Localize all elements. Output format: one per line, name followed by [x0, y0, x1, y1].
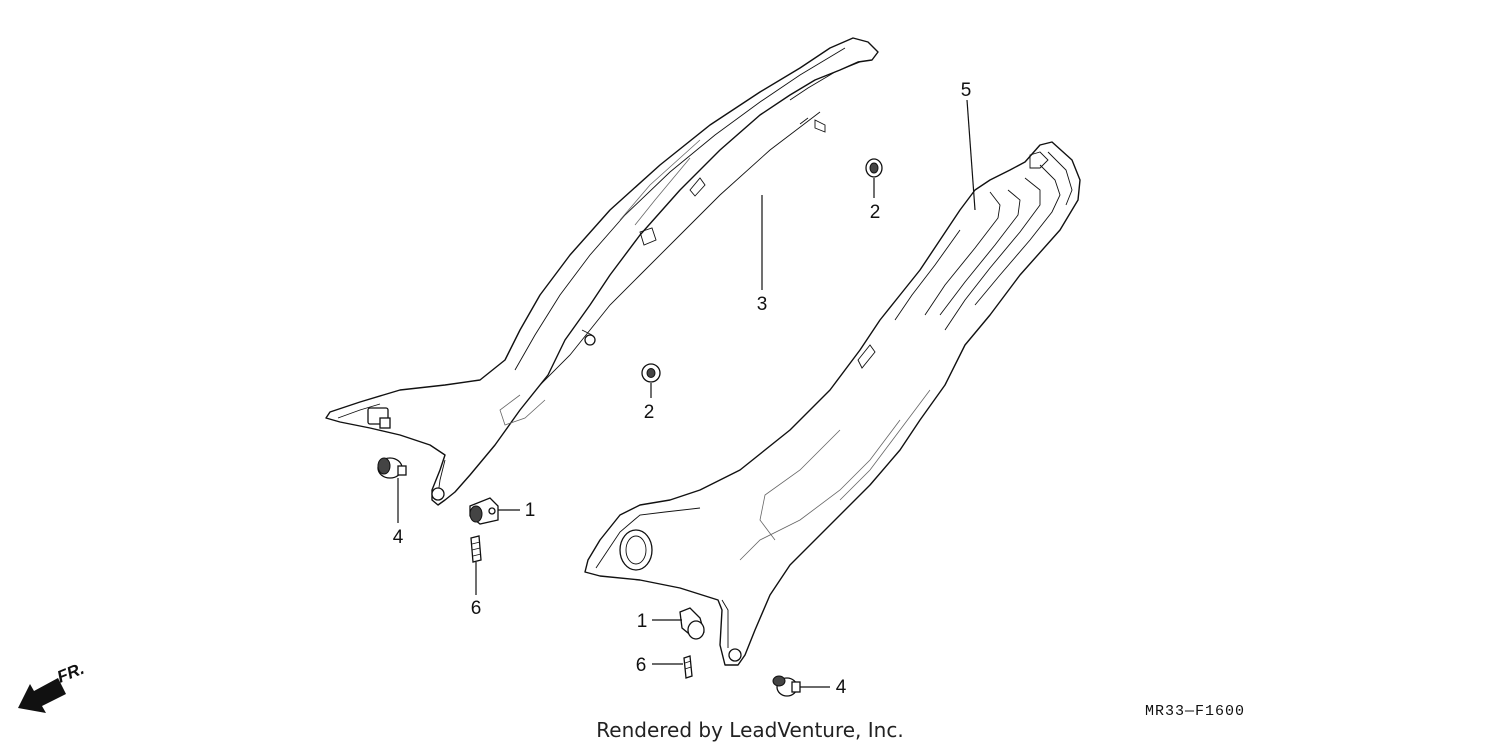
grommet-lower[interactable] — [641, 363, 661, 383]
callout-4-lower: 4 — [836, 677, 847, 698]
callout-2-lower: 2 — [644, 402, 655, 423]
left-side-cover[interactable] — [325, 37, 879, 506]
diagram-code: MR33—F1600 — [1145, 703, 1245, 720]
callout-3: 3 — [757, 294, 768, 315]
front-arrow-icon — [18, 678, 66, 713]
pin-upper[interactable] — [470, 535, 482, 563]
callout-1-upper: 1 — [525, 500, 536, 521]
leader-5 — [966, 99, 976, 211]
front-direction-indicator: FR. — [18, 659, 87, 713]
callout-6-upper: 6 — [471, 598, 482, 619]
clip-lower[interactable] — [679, 607, 705, 640]
rivet-upper[interactable] — [377, 457, 407, 479]
callout-2-upper: 2 — [870, 202, 881, 223]
credit-text: Rendered by LeadVenture, Inc. — [596, 718, 903, 742]
front-label: FR. — [54, 659, 87, 687]
right-side-cover[interactable] — [584, 141, 1081, 666]
clip-upper[interactable] — [469, 497, 499, 525]
callout-4-upper: 4 — [393, 527, 404, 548]
rivet-lower[interactable] — [772, 675, 801, 697]
pin-lower[interactable] — [683, 655, 693, 679]
callout-1-lower: 1 — [637, 611, 648, 632]
callout-5: 5 — [961, 80, 972, 101]
callout-6-lower: 6 — [636, 655, 647, 676]
grommet-upper[interactable] — [865, 158, 883, 178]
